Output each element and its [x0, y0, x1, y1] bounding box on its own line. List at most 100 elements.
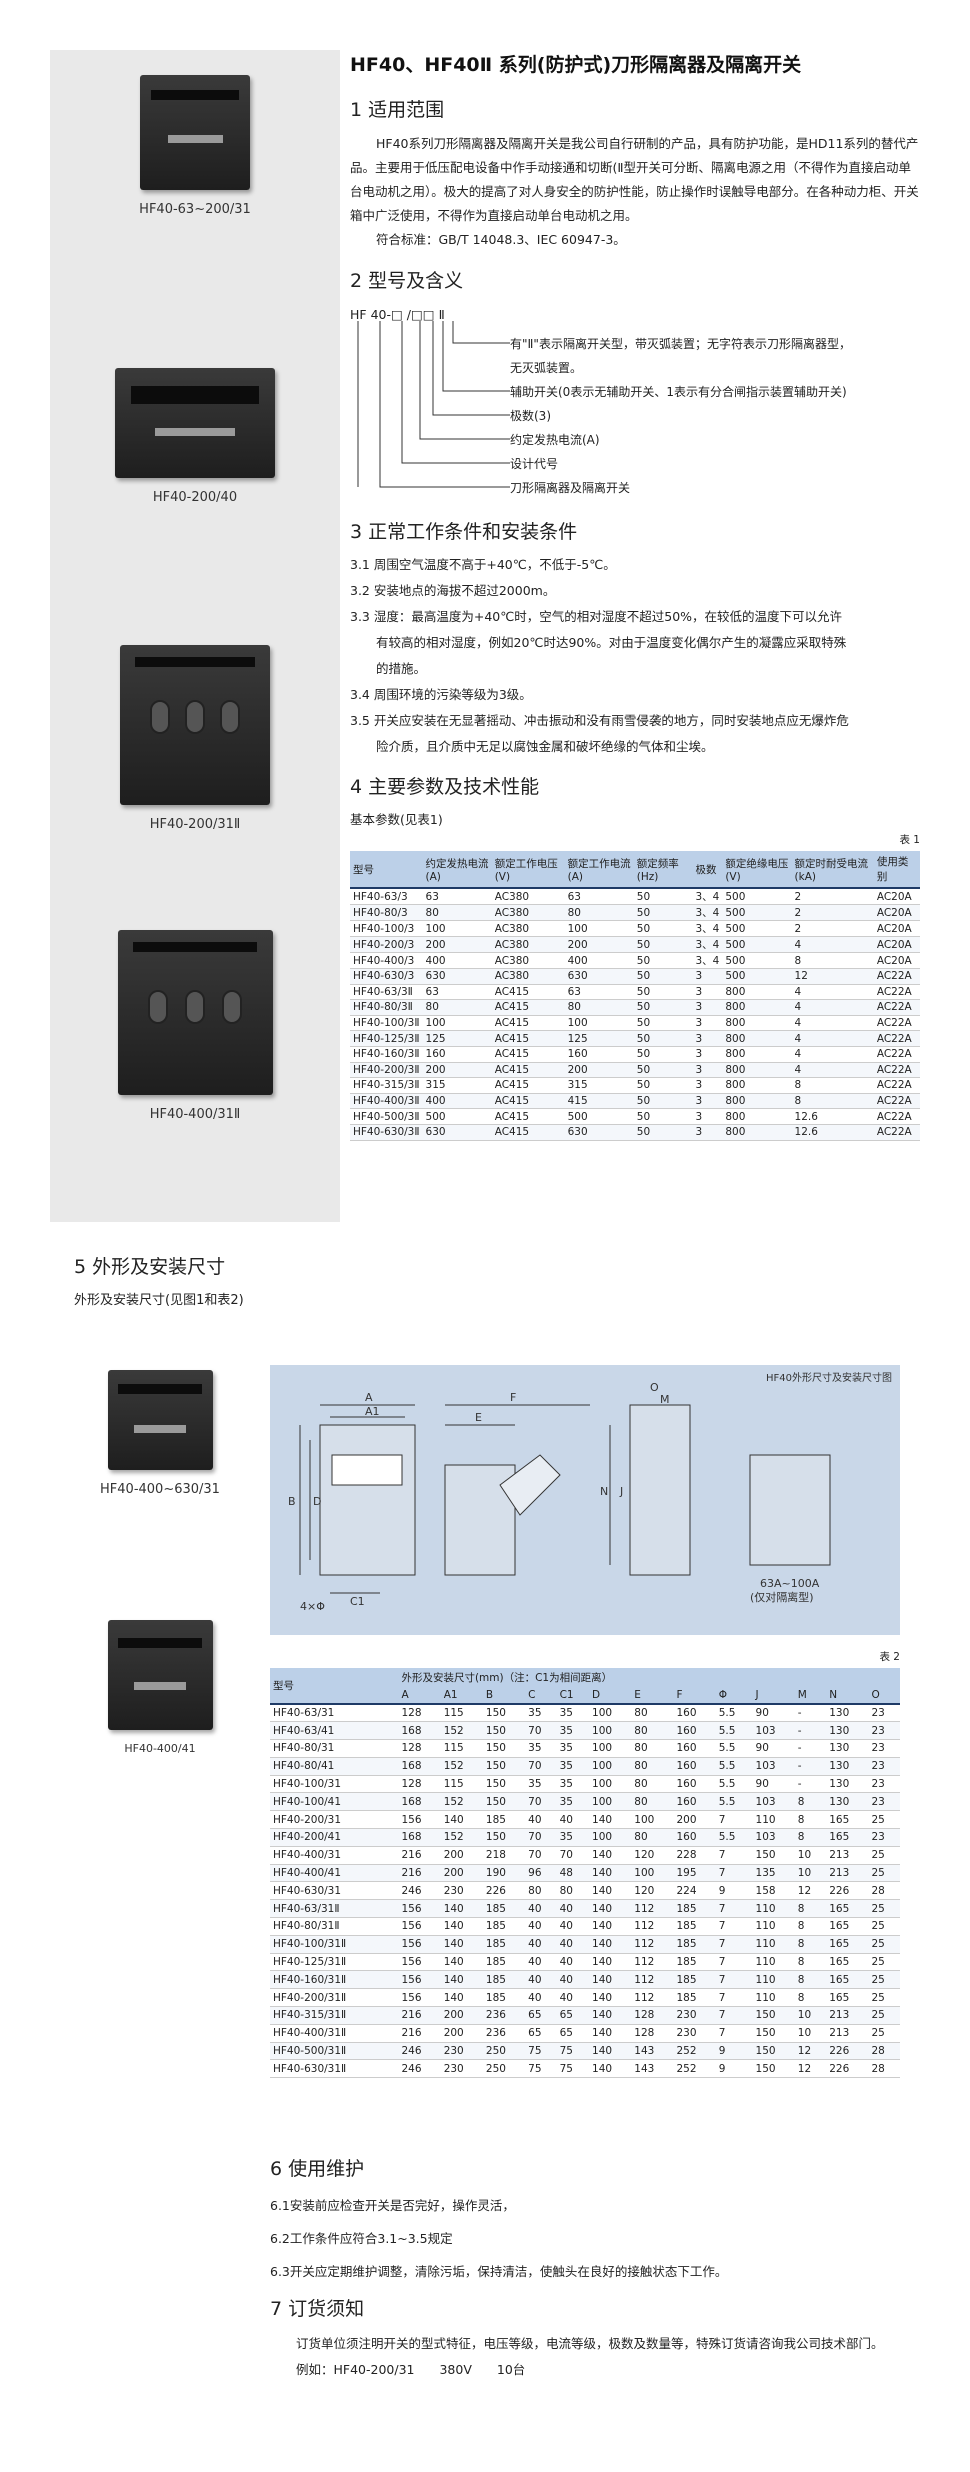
table-cell: 50	[633, 888, 693, 905]
table-cell: 23	[868, 1757, 900, 1776]
svg-text:A1: A1	[365, 1405, 380, 1418]
table-cell: 150	[752, 2024, 795, 2043]
table-cell: 5.5	[715, 1739, 753, 1758]
table-cell: 3	[692, 984, 723, 1001]
section-subtitle: 外形及安装尺寸(见图1和表2)	[74, 1293, 244, 1308]
table-cell: 500	[722, 968, 792, 985]
table-cell: 165	[826, 1988, 869, 2008]
table-cell: 400	[422, 952, 492, 969]
table-cell: 185	[482, 1917, 526, 1936]
group-header: 外形及安装尺寸(mm)（注：C1为相间距离）	[398, 1668, 900, 1687]
table-cell: 63	[564, 888, 634, 905]
table-cell: 140	[440, 1970, 483, 1990]
table-cell: 216	[398, 2024, 441, 2043]
table-cell: AC380	[491, 936, 565, 953]
table-cell: 70	[525, 1846, 557, 1865]
table-cell: 185	[482, 1810, 526, 1830]
condition-item: 3.2 安装地点的海拔不超过2000m。	[350, 583, 556, 598]
table-cell: 80	[631, 1739, 674, 1758]
table-cell: 500	[564, 1108, 634, 1125]
table-cell: 246	[398, 2042, 441, 2061]
table-cell: 195	[673, 1864, 716, 1883]
table-cell: 230	[440, 1881, 483, 1901]
table-cell: AC415	[491, 1077, 565, 1094]
table-cell: 110	[752, 1935, 795, 1954]
table-cell: 190	[482, 1864, 526, 1883]
table-cell: HF40-100/3Ⅱ	[350, 1015, 423, 1032]
section-heading: 2 型号及含义	[350, 270, 464, 292]
svg-text:M: M	[660, 1393, 670, 1406]
table-cell: AC415	[491, 1124, 565, 1141]
table-cell: 90	[752, 1775, 795, 1794]
table-cell: 230	[440, 2059, 483, 2079]
table-cell: 25	[868, 1970, 900, 1990]
table-cell: 12	[794, 2059, 827, 2079]
table-cell: 63	[422, 888, 492, 905]
table-cell: 315	[564, 1077, 634, 1094]
table-cell: 500	[722, 952, 792, 969]
table-cell: 140	[589, 1864, 632, 1883]
table-cell: 25	[868, 1899, 900, 1919]
table-cell: 50	[633, 1124, 693, 1141]
table-cell: 160	[673, 1757, 716, 1776]
product-image	[117, 930, 273, 1095]
table-cell: 165	[826, 1899, 869, 1919]
condition-item: 的措施。	[376, 661, 427, 676]
table-cell: 143	[631, 2042, 674, 2061]
table-cell: 8	[791, 952, 874, 969]
table-cell: 40	[525, 1988, 557, 2008]
table-cell: 185	[673, 1988, 716, 2008]
table-cell: 35	[556, 1739, 590, 1758]
table-cell: 2	[791, 888, 874, 905]
table-cell: 165	[826, 1970, 869, 1990]
table-cell: 90	[752, 1739, 795, 1758]
table-cell: 8	[794, 1970, 827, 1990]
table-cell: 115	[440, 1739, 483, 1758]
table-cell: 25	[868, 2006, 900, 2025]
table-cell: AC415	[491, 999, 565, 1016]
section-heading: 1 适用范围	[350, 99, 445, 121]
table-cell: AC22A	[873, 1062, 920, 1079]
table-cell: 100	[422, 1015, 492, 1032]
table-cell: 7	[715, 1846, 753, 1865]
table-cell: 40	[556, 1899, 590, 1919]
table-cell: 110	[752, 1917, 795, 1936]
model-meaning: 无灭弧装置。	[510, 361, 583, 375]
table-cell: AC20A	[873, 888, 920, 905]
table-cell: 7	[715, 1864, 753, 1883]
table-cell: 128	[398, 1739, 441, 1758]
table-cell: 152	[440, 1757, 483, 1776]
table-cell: 63	[422, 984, 492, 1001]
table-cell: 100	[589, 1828, 632, 1847]
table-cell: 140	[589, 2024, 632, 2043]
svg-text:C1: C1	[350, 1595, 365, 1608]
table-cell: 140	[589, 1810, 632, 1830]
table-cell: 12.6	[791, 1124, 874, 1141]
table-cell: 9	[715, 2042, 753, 2061]
table-cell: 100	[631, 1864, 674, 1883]
table-cell: 8	[794, 1828, 827, 1847]
table-cell: 3	[692, 999, 723, 1016]
table-cell: 3	[692, 968, 723, 985]
table-cell: 7	[715, 1970, 753, 1990]
table-cell: 5.5	[715, 1704, 753, 1723]
table-cell: 5.5	[715, 1757, 753, 1776]
section-body: HF40系列刀形隔离器及隔离开关是我公司自行研制的产品，具有防护功能，是HD11…	[350, 136, 919, 223]
table-cell: HF40-63/3Ⅱ	[350, 984, 423, 1001]
table-cell: 25	[868, 1953, 900, 1972]
column-header: 极数	[692, 851, 723, 889]
table-cell: 160	[673, 1739, 716, 1758]
table-cell: HF40-315/3Ⅱ	[350, 1077, 423, 1094]
table-cell: HF40-80/3Ⅱ	[350, 999, 423, 1016]
model-leader-lines	[357, 321, 510, 488]
table-cell: 168	[398, 1792, 441, 1812]
table-cell: AC415	[491, 1015, 565, 1032]
